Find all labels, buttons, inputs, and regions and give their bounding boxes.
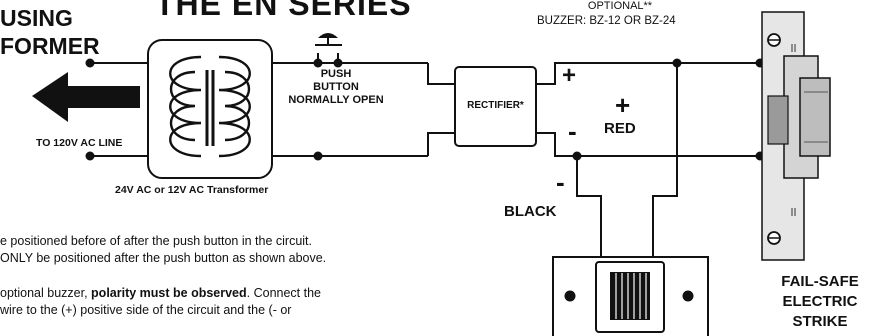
buzzer-mount-hole-right <box>682 290 694 302</box>
red-wire-label: RED <box>604 120 636 137</box>
ac-line-arrow <box>32 72 140 122</box>
wire-top-to-rectifier <box>427 63 455 85</box>
junction-dot <box>313 58 323 68</box>
red-positive-sign: + <box>615 90 631 120</box>
note-line-3: optional buzzer, polarity must be observ… <box>0 286 321 301</box>
buzzer-mount-hole-left <box>564 290 576 302</box>
wire-buzzer-negative <box>576 156 602 258</box>
push-button-label-line2: BUTTON <box>313 81 359 93</box>
black-negative-sign: - <box>556 167 565 197</box>
buzzer-inner-frame <box>595 261 665 333</box>
push-button-label-line3: NORMALLY OPEN <box>288 94 384 106</box>
buzzer-model-label: BUZZER: BZ-12 OR BZ-24 <box>537 15 676 27</box>
rectifier-positive-sign: + <box>562 62 577 89</box>
title-fragment-bottom: FORMER <box>0 33 100 59</box>
push-button-cap <box>318 33 338 38</box>
transformer-label: 24V AC or 12V AC Transformer <box>115 184 269 196</box>
rectifier-box <box>454 66 537 147</box>
electric-strike <box>761 11 831 261</box>
wire-bottom-to-rectifier <box>427 132 455 156</box>
junction-dot <box>85 58 95 68</box>
title-fragment-top: USING <box>0 5 73 31</box>
rectifier-label: RECTIFIER* <box>467 100 524 111</box>
rectifier-negative-sign: - <box>568 116 577 146</box>
junction-dot <box>572 151 582 161</box>
note-line-4: wire to the (+) positive side of the cir… <box>0 303 292 317</box>
strike-label-line1: FAIL-SAFE <box>781 273 859 290</box>
ac-line-label: TO 120V AC LINE <box>36 137 123 149</box>
black-wire-label: BLACK <box>504 203 557 220</box>
note-line-3-pre: optional buzzer, <box>0 286 92 300</box>
note-line-3-bold: polarity must be observed <box>91 286 247 300</box>
junction-dot <box>313 151 323 161</box>
optional-label: OPTIONAL** <box>587 0 653 12</box>
series-title-fragment: THE EN SERIES <box>155 0 412 22</box>
wire-positive-rail <box>536 62 762 85</box>
junction-dot <box>672 58 682 68</box>
wire-buzzer-positive <box>652 63 678 258</box>
buzzer-box <box>552 256 709 336</box>
strike-keeper <box>799 77 831 157</box>
strike-label-line2: ELECTRIC <box>782 293 858 310</box>
junction-dot <box>85 151 95 161</box>
strike-label-line3: STRIKE <box>792 313 848 330</box>
junction-dot <box>333 58 343 68</box>
note-line-3-post: . Connect the <box>246 286 322 300</box>
buzzer-speaker-grille <box>610 272 650 320</box>
transformer-box <box>147 39 273 179</box>
wire-negative-rail <box>536 132 762 157</box>
strike-latch-opening <box>767 95 789 145</box>
note-line-1: e positioned before of after the push bu… <box>0 234 313 248</box>
note-line-2: ONLY be positioned after the push button… <box>0 251 327 265</box>
transformer-coils <box>169 55 251 158</box>
push-button-label-line1: PUSH <box>320 68 352 80</box>
